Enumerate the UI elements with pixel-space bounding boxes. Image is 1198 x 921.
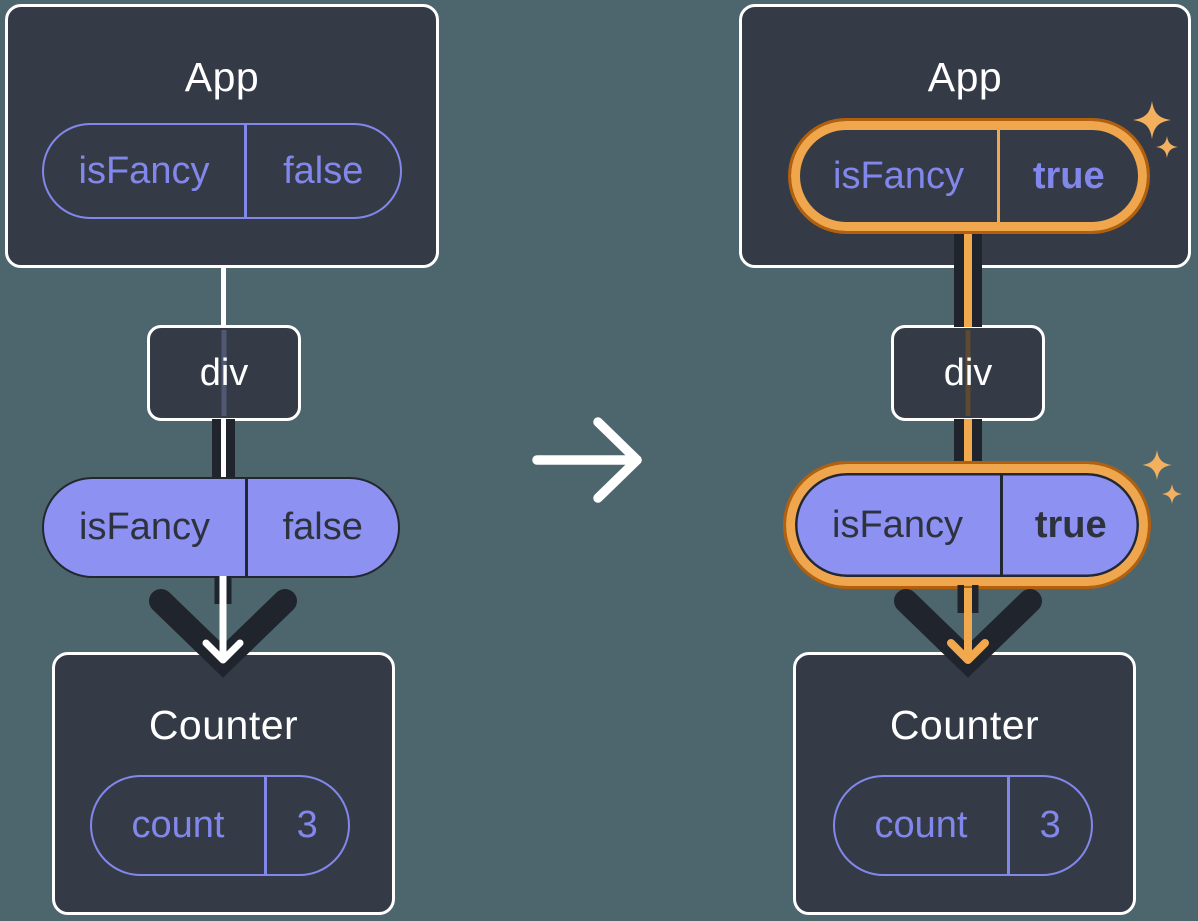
left-app-title: App — [184, 54, 260, 100]
state-value: 3 — [296, 804, 318, 846]
prop-name: isFancy — [78, 149, 210, 192]
pill-divider — [264, 777, 267, 874]
prop-name: isFancy — [79, 506, 210, 548]
right-counter-title: Counter — [889, 702, 1040, 748]
left-div-node: div — [147, 325, 301, 421]
left-wire-div-to-pill-core — [220, 419, 226, 480]
right-passed-prop-pill: isFancy true — [783, 461, 1151, 589]
left-counter-title: Counter — [148, 702, 299, 748]
pill-divider — [1000, 473, 1003, 577]
right-app-title: App — [927, 54, 1003, 100]
pill-divider — [244, 125, 247, 217]
pill-divider — [245, 479, 248, 576]
right-wire-div-to-pill-core — [964, 419, 972, 480]
right-app-prop-pill: isFancy true — [788, 118, 1150, 234]
prop-name: isFancy — [832, 503, 963, 546]
left-div-label: div — [199, 351, 249, 394]
left-wire-app-to-div — [220, 266, 226, 327]
left-div-wire-core — [221, 330, 227, 416]
right-wire-pill-to-div-core — [964, 230, 972, 327]
prop-value: true — [1032, 154, 1105, 197]
sparkles-icon — [1133, 101, 1178, 158]
left-counter-box: Counter — [52, 652, 395, 915]
arrow-right-icon — [532, 417, 642, 503]
left-prop-flow-arrow-icon — [149, 576, 297, 678]
left-counter-state-pill: count 3 — [90, 775, 350, 876]
prop-value: true — [1034, 503, 1107, 546]
right-div-wire-core — [965, 330, 971, 416]
prop-name: isFancy — [833, 154, 964, 197]
state-name: count — [131, 804, 225, 846]
right-div-label: div — [943, 351, 993, 394]
right-prop-flow-arrow-icon — [894, 585, 1042, 678]
left-app-prop-pill: isFancy false — [42, 123, 402, 219]
sparkles-icon — [1142, 450, 1182, 504]
pill-divider — [997, 130, 1000, 222]
right-counter-state-pill: count 3 — [833, 775, 1093, 876]
pill-divider — [1007, 777, 1010, 874]
state-value: 3 — [1039, 804, 1061, 846]
left-passed-prop-pill: isFancy false — [42, 477, 400, 578]
prop-value: false — [283, 149, 364, 192]
state-name: count — [874, 804, 968, 846]
right-div-node: div — [891, 325, 1045, 421]
prop-value: false — [282, 506, 363, 548]
